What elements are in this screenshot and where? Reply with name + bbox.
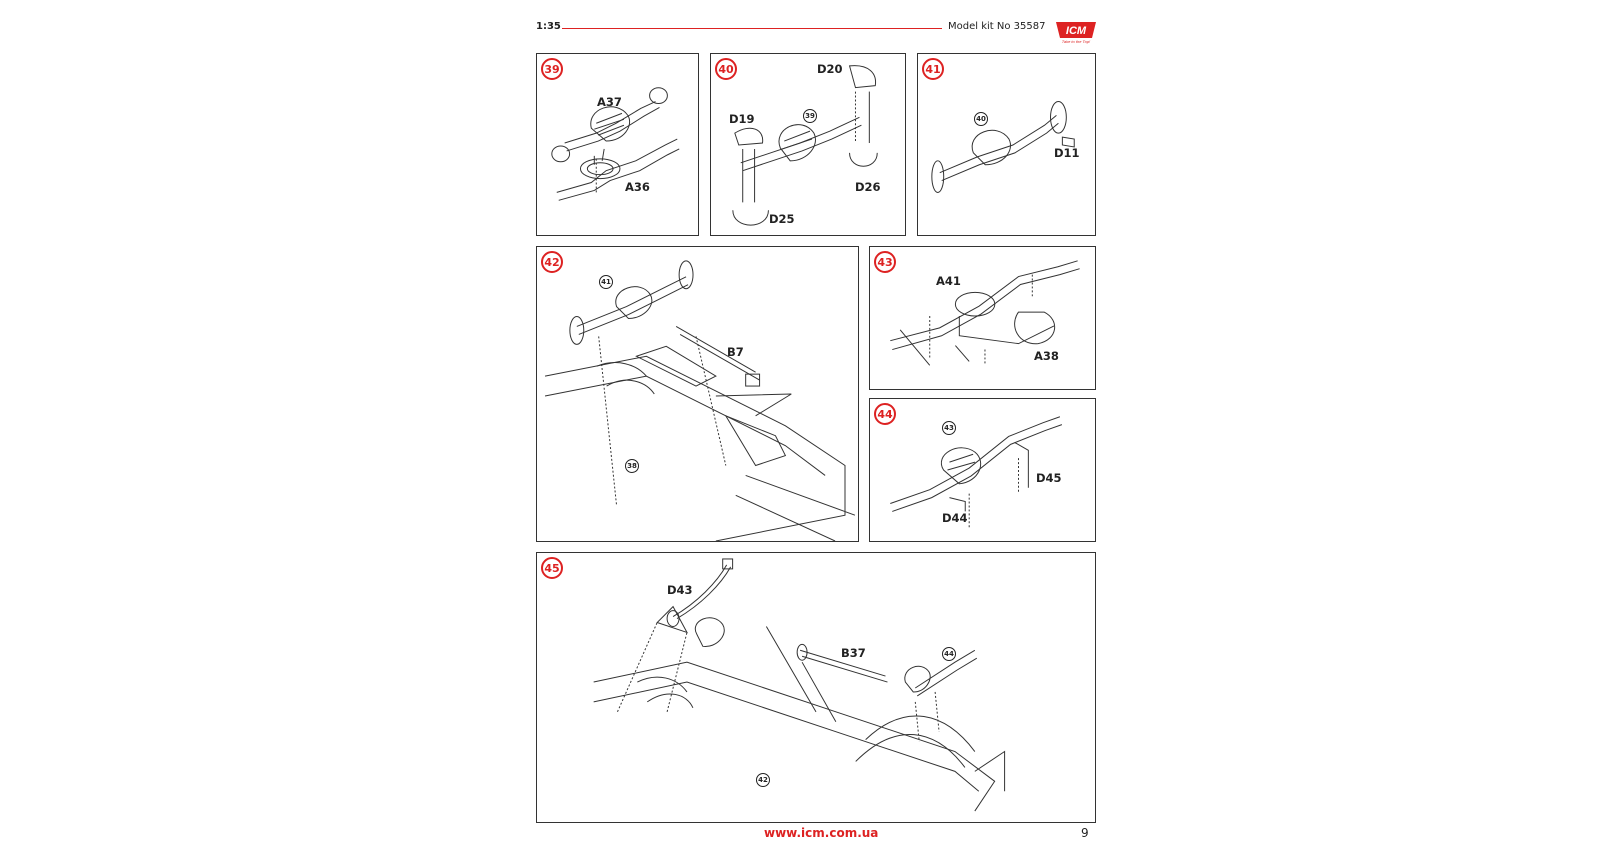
chassis-drawing-42 <box>544 260 856 541</box>
step-40-badge: 40 <box>715 58 737 80</box>
ref-step-40: 40 <box>974 112 988 126</box>
part-label-D11: D11 <box>1054 146 1080 160</box>
step-39-badge: 39 <box>541 58 563 80</box>
step-41-panel: 41 40 D11 <box>917 53 1096 236</box>
part-label-D43: D43 <box>667 583 693 597</box>
header-rule <box>562 28 942 29</box>
axle-drawing-41 <box>931 100 1075 193</box>
axle-drawing-40 <box>732 65 878 226</box>
part-label-D25: D25 <box>769 212 795 226</box>
part-label-A36: A36 <box>625 180 650 194</box>
step-39-panel: 39 A37 A36 <box>536 53 699 236</box>
step-43-panel: 43 A41 A38 <box>869 246 1096 390</box>
part-label-D45: D45 <box>1036 471 1062 485</box>
step-40-panel: 40 39 D20 D19 D26 D25 <box>710 53 906 236</box>
website-link[interactable]: www.icm.com.ua <box>764 826 879 840</box>
kit-number: Model kit No 35587 <box>948 21 1046 32</box>
axle-drawing-39 <box>551 87 680 201</box>
ref-step-38: 38 <box>625 459 639 473</box>
part-label-B37: B37 <box>841 646 866 660</box>
chassis-drawing-45 <box>593 558 1006 812</box>
ref-step-41: 41 <box>599 275 613 289</box>
step-45-panel: 45 D43 B37 44 42 <box>536 552 1096 823</box>
axle-housing-drawing-43 <box>890 260 1080 366</box>
ref-step-43: 43 <box>942 421 956 435</box>
part-label-A38: A38 <box>1034 349 1059 363</box>
scale-label: 1:35 <box>536 21 561 32</box>
svg-text:Take to the Top!: Take to the Top! <box>1062 39 1091 44</box>
step-45-badge: 45 <box>541 557 563 579</box>
ref-step-39: 39 <box>803 109 817 123</box>
step-42-panel: 42 41 38 B7 <box>536 246 859 542</box>
ref-step-44: 44 <box>942 647 956 661</box>
step-41-badge: 41 <box>922 58 944 80</box>
part-label-D26: D26 <box>855 180 881 194</box>
step-42-badge: 42 <box>541 251 563 273</box>
page-number: 9 <box>1081 826 1089 840</box>
part-label-A41: A41 <box>936 274 961 288</box>
part-label-B7: B7 <box>727 345 744 359</box>
axle-drawing-44 <box>890 416 1063 528</box>
ref-step-42: 42 <box>756 773 770 787</box>
part-label-D20: D20 <box>817 62 843 76</box>
part-label-A37: A37 <box>597 95 622 109</box>
step-44-badge: 44 <box>874 403 896 425</box>
part-label-D19: D19 <box>729 112 755 126</box>
part-label-D44: D44 <box>942 511 968 525</box>
icm-logo: ICM Take to the Top! <box>1056 22 1096 44</box>
svg-text:ICM: ICM <box>1066 25 1087 37</box>
step-43-badge: 43 <box>874 251 896 273</box>
step-44-panel: 44 43 D45 D44 <box>869 398 1096 542</box>
